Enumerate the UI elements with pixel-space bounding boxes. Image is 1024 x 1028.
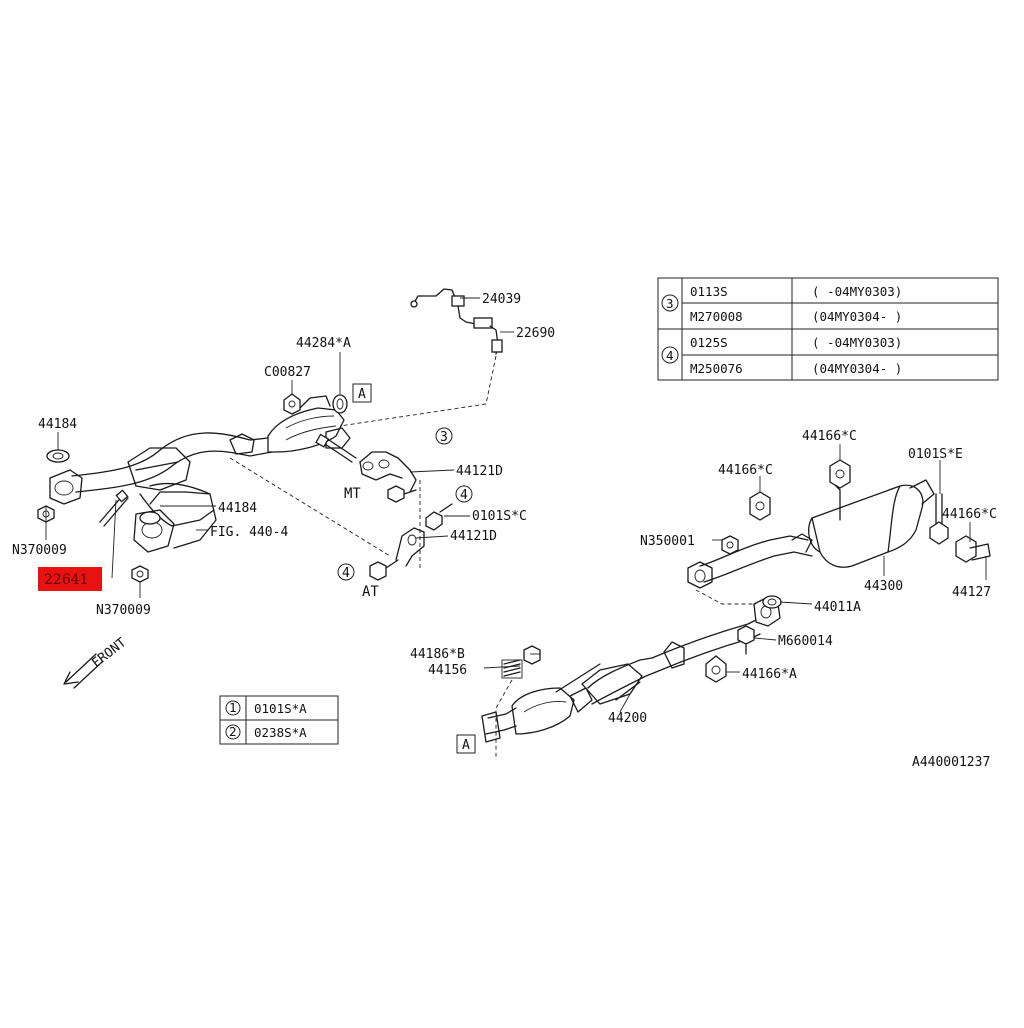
hanger-44166a[interactable] bbox=[705, 655, 727, 683]
label-22690: 22690 bbox=[516, 326, 555, 341]
gasket-44284a[interactable] bbox=[332, 394, 348, 414]
label-44166c-left: 44166*C bbox=[718, 463, 773, 478]
label-n350001: N350001 bbox=[640, 534, 695, 549]
muffler-44300[interactable] bbox=[687, 479, 935, 589]
bolt-4-mt[interactable] bbox=[387, 485, 417, 503]
bolt-cat-bracket[interactable] bbox=[315, 433, 357, 463]
hanger-44166c-left[interactable] bbox=[749, 491, 771, 521]
label-44186b: 44186*B bbox=[410, 647, 465, 662]
label-0101sc: 0101S*C bbox=[472, 509, 527, 524]
nut-n370009-lower[interactable] bbox=[131, 565, 149, 583]
variants-table bbox=[657, 277, 999, 381]
nut-c00827[interactable] bbox=[283, 393, 301, 415]
variants-range-0125s: ( -04MY0303) bbox=[812, 335, 902, 350]
label-44184-upper: 44184 bbox=[38, 417, 77, 432]
ref-a-front-text: A bbox=[358, 387, 366, 402]
marker-4-text-mt: 4 bbox=[460, 488, 468, 503]
highlight-22641 bbox=[38, 567, 102, 591]
variants-part-m270008: M270008 bbox=[690, 309, 743, 324]
label-22641[interactable]: 22641 bbox=[44, 572, 89, 588]
label-front: FRONT bbox=[89, 635, 129, 671]
variants-group-3: 3 bbox=[666, 296, 674, 311]
variants-part-m250076: M250076 bbox=[690, 361, 743, 376]
marker-4-text-at: 4 bbox=[342, 566, 350, 581]
variants-part-0125s: 0125S bbox=[690, 335, 728, 350]
label-mt: MT bbox=[344, 486, 361, 502]
gasket-44184-upper[interactable] bbox=[46, 449, 70, 463]
diagram-id: A440001237 bbox=[912, 755, 990, 770]
oxygen-sensor-22690[interactable] bbox=[489, 325, 503, 355]
bracket-44121d-at[interactable] bbox=[395, 527, 425, 567]
variants-group-4: 4 bbox=[666, 348, 674, 363]
marker-4-circle-at bbox=[337, 563, 355, 581]
label-at: AT bbox=[362, 584, 379, 600]
key-num-2: 2 bbox=[229, 724, 237, 739]
key-num-1: 1 bbox=[229, 700, 237, 715]
key-table bbox=[219, 695, 339, 745]
label-44156: 44156 bbox=[428, 663, 467, 678]
label-44166c-right: 44166*C bbox=[942, 507, 997, 522]
ref-a-front bbox=[352, 383, 372, 403]
hanger-44166c-top[interactable] bbox=[829, 459, 851, 489]
bolt-m660014[interactable] bbox=[737, 625, 755, 655]
key-part-0101sa: 0101S*A bbox=[254, 701, 307, 716]
bolt-0101sc[interactable] bbox=[425, 503, 453, 531]
oxygen-sensor-24039[interactable] bbox=[410, 288, 493, 329]
label-n370009-left: N370009 bbox=[12, 543, 67, 558]
front-exhaust-pipe[interactable] bbox=[49, 395, 351, 553]
variants-part-0113s: 0113S bbox=[690, 284, 728, 299]
label-44121d-lower: 44121D bbox=[450, 529, 497, 544]
marker-3-text: 3 bbox=[440, 430, 448, 445]
label-m660014: M660014 bbox=[778, 634, 833, 649]
label-44284a: 44284*A bbox=[296, 336, 351, 351]
label-44127: 44127 bbox=[952, 585, 991, 600]
bolt-44186b[interactable] bbox=[523, 645, 541, 665]
gasket-44011a[interactable] bbox=[762, 595, 782, 609]
label-44166c-top: 44166*C bbox=[802, 429, 857, 444]
front-arrow-icon bbox=[63, 653, 103, 689]
variants-range-m250076: (04MY0304- ) bbox=[812, 361, 902, 376]
bracket-44121d-mt[interactable] bbox=[359, 451, 417, 493]
stud-22641[interactable] bbox=[99, 489, 129, 527]
label-c00827: C00827 bbox=[264, 365, 311, 380]
marker-3-circle bbox=[435, 427, 453, 445]
key-part-0238sa: 0238S*A bbox=[254, 725, 307, 740]
ref-a-rear bbox=[456, 734, 476, 754]
ref-a-rear-text: A bbox=[462, 738, 470, 753]
label-44166a: 44166*A bbox=[742, 667, 797, 682]
nut-n350001[interactable] bbox=[721, 535, 739, 555]
label-44011a: 44011A bbox=[814, 600, 861, 615]
bolt-4-at[interactable] bbox=[369, 559, 399, 581]
label-44300: 44300 bbox=[864, 579, 903, 594]
bolt-0101se[interactable] bbox=[929, 493, 949, 545]
variants-range-m270008: (04MY0304- ) bbox=[812, 309, 902, 324]
label-n370009-lower: N370009 bbox=[96, 603, 151, 618]
label-0101se: 0101S*E bbox=[908, 447, 963, 462]
marker-4-circle-mt bbox=[455, 485, 473, 503]
variants-range-0113s: ( -04MY0303) bbox=[812, 284, 902, 299]
bracket-44127[interactable] bbox=[969, 543, 991, 561]
spring-44156[interactable] bbox=[501, 659, 523, 679]
label-24039: 24039 bbox=[482, 292, 521, 307]
label-44200: 44200 bbox=[608, 711, 647, 726]
label-44121d-upper: 44121D bbox=[456, 464, 503, 479]
label-44184-mid: 44184 bbox=[218, 501, 257, 516]
gasket-44184-mid[interactable] bbox=[139, 511, 161, 525]
label-fig-440-4: FIG. 440-4 bbox=[210, 525, 288, 540]
hanger-44166c-right[interactable] bbox=[955, 535, 977, 563]
